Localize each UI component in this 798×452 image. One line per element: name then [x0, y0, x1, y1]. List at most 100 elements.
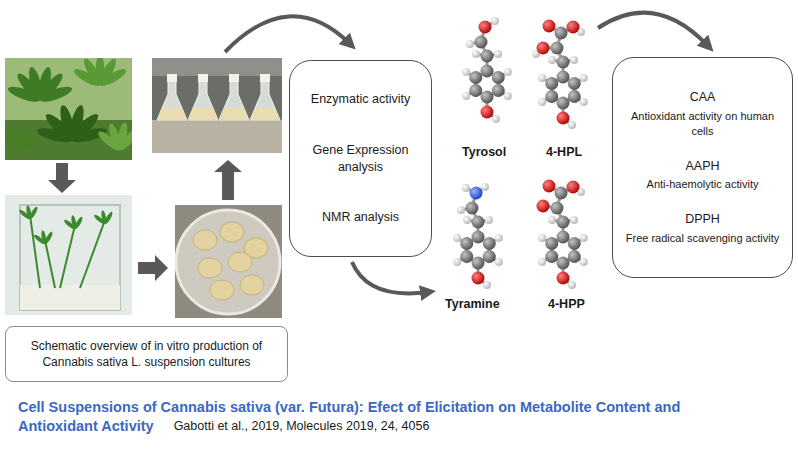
assay-box: CAAAntioxidant activity on human cellsAA…: [612, 57, 793, 278]
flask-liquid: [157, 108, 187, 120]
atom: [492, 84, 505, 97]
atom: [548, 216, 556, 224]
text-group: CAAAntioxidant activity on human cells: [619, 89, 786, 139]
atom: [472, 50, 480, 58]
atom: [494, 50, 502, 58]
atom: [485, 216, 493, 224]
atom: [479, 21, 492, 34]
leaflet: [117, 126, 132, 153]
leaflet: [38, 84, 73, 105]
flask: [157, 80, 187, 120]
photo-ground: [5, 195, 132, 315]
photo-ground: [152, 58, 282, 153]
photo-ground-light: [152, 58, 282, 76]
atom: [543, 180, 556, 193]
box-text: DPPH: [685, 211, 720, 228]
box-text: Enzymatic activity: [311, 91, 410, 108]
stem: [60, 225, 75, 288]
callus: [193, 230, 217, 250]
citation: Gabotti et al., 2019, Molecules 2019, 24…: [174, 419, 430, 433]
text-group: Schematic overview of in vitro productio…: [16, 338, 277, 370]
analysis-box: Enzymatic activityGene Expression analys…: [289, 60, 432, 257]
atom: [537, 42, 550, 55]
atom: [545, 90, 558, 103]
leaflet: [103, 211, 114, 225]
atom: [481, 91, 494, 104]
atom: [543, 20, 556, 33]
atom: [538, 234, 546, 242]
text-group: NMR analysis: [322, 209, 399, 226]
atom: [567, 181, 580, 194]
atom: [557, 97, 570, 110]
flask-stopper: [260, 74, 270, 82]
atom: [545, 237, 558, 250]
tyramine-molecule: [453, 183, 503, 289]
atom: [483, 237, 496, 250]
callus: [198, 258, 222, 278]
atom: [472, 257, 485, 270]
leaflet: [73, 216, 84, 230]
curved-arrow: [352, 262, 428, 293]
leaflet: [43, 231, 54, 245]
leaflet: [98, 66, 128, 89]
flask-stopper: [229, 74, 239, 82]
molecule-label: Tyrosol: [462, 145, 506, 159]
atom: [580, 74, 588, 82]
hpp-molecule: [537, 180, 588, 290]
atom: [504, 92, 512, 100]
photo-ground: [5, 58, 132, 160]
molecule-label: Tyramine: [445, 297, 500, 311]
atom: [453, 258, 461, 266]
text-group: Enzymatic activity: [311, 91, 410, 108]
plantlet-photo: [5, 195, 132, 315]
atom: [462, 184, 470, 192]
flask: [250, 80, 280, 120]
flask-liquid: [188, 108, 218, 120]
atom: [557, 71, 570, 84]
flask-stopper: [198, 74, 208, 82]
molecule-label: 4-HPL: [546, 145, 582, 159]
block-arrow: [48, 163, 76, 193]
atom: [462, 92, 470, 100]
atom: [472, 216, 485, 229]
callus: [210, 280, 234, 300]
flask: [188, 80, 218, 120]
atom: [492, 71, 505, 84]
atom: [545, 77, 558, 90]
atom: [492, 115, 500, 123]
atom: [472, 272, 485, 285]
atom: [495, 258, 503, 266]
atom: [557, 56, 570, 69]
flask-liquid: [250, 108, 280, 120]
box-text: Anti-haemolytic activity: [647, 177, 759, 192]
atom: [453, 234, 461, 242]
box-text: NMR analysis: [322, 209, 399, 226]
atom: [469, 84, 482, 97]
cannabis-plant-photo: [5, 58, 132, 160]
text-group: DPPH Free radical scavenging activity: [626, 211, 779, 246]
box-text: Free radical scavenging activity: [626, 231, 779, 246]
block-arrow: [138, 255, 168, 281]
leaflet: [28, 206, 39, 220]
atom: [557, 257, 570, 270]
atom: [483, 250, 496, 263]
atom: [469, 71, 482, 84]
overview-box: Schematic overview of in vitro productio…: [5, 326, 288, 382]
atom: [481, 106, 494, 119]
atom: [568, 250, 581, 263]
atom: [495, 234, 503, 242]
curved-arrow: [225, 16, 350, 52]
flask-stopper: [167, 74, 177, 82]
atom: [504, 68, 512, 76]
box-text: Antioxidant activity on human cells: [619, 109, 786, 139]
atom: [568, 90, 581, 103]
callus: [220, 222, 244, 242]
callus-dish-photo: [175, 205, 282, 318]
atom: [481, 65, 494, 78]
atom: [555, 187, 568, 200]
atom: [460, 250, 473, 263]
atom: [580, 258, 588, 266]
atom: [462, 68, 470, 76]
atom: [483, 281, 491, 289]
atom: [457, 206, 465, 214]
